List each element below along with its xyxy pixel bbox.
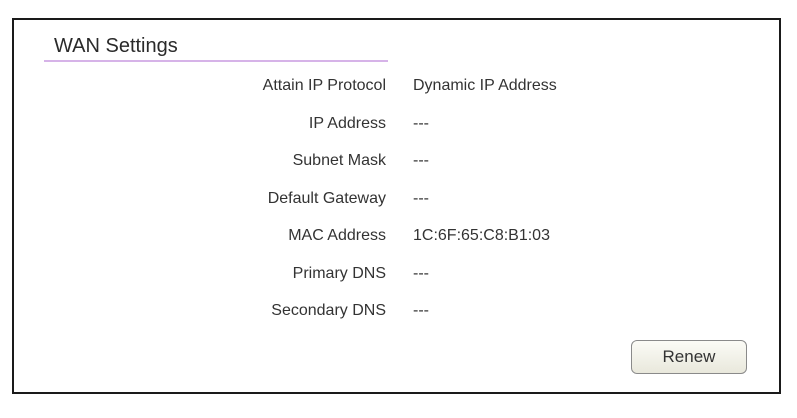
row-attain-ip-protocol: Attain IP Protocol Dynamic IP Address [14,72,779,110]
field-value: --- [413,301,429,321]
field-label: Default Gateway [268,189,386,209]
section-header: WAN Settings [44,34,388,62]
field-label: Attain IP Protocol [263,76,386,96]
wan-settings-panel: WAN Settings Attain IP Protocol Dynamic … [12,18,781,394]
field-value: --- [413,264,429,284]
row-subnet-mask: Subnet Mask --- [14,147,779,185]
field-value: --- [413,189,429,209]
field-label: MAC Address [288,226,386,246]
row-default-gateway: Default Gateway --- [14,185,779,223]
row-secondary-dns: Secondary DNS --- [14,297,779,335]
field-value: --- [413,151,429,171]
row-ip-address: IP Address --- [14,110,779,148]
field-value: Dynamic IP Address [413,76,557,96]
field-label: Subnet Mask [293,151,386,171]
field-value: 1C:6F:65:C8:B1:03 [413,226,550,246]
row-primary-dns: Primary DNS --- [14,260,779,298]
field-value: --- [413,114,429,134]
renew-button[interactable]: Renew [631,340,747,374]
section-title: WAN Settings [54,34,178,58]
field-label: Primary DNS [293,264,386,284]
field-label: IP Address [309,114,386,134]
row-mac-address: MAC Address 1C:6F:65:C8:B1:03 [14,222,779,260]
field-label: Secondary DNS [271,301,386,321]
wan-info-table: Attain IP Protocol Dynamic IP Address IP… [14,72,779,335]
